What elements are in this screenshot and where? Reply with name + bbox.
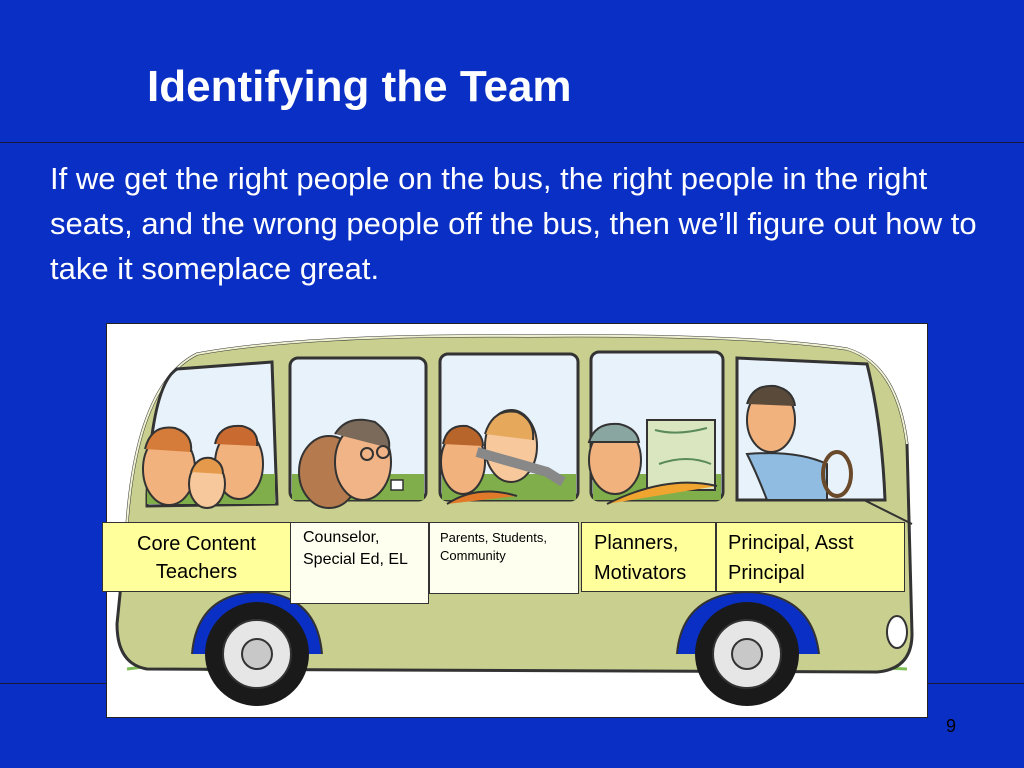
label-parents: Parents, Students, Community: [429, 522, 579, 594]
label-core-content-teachers: Core Content Teachers: [102, 522, 291, 592]
page-number: 9: [946, 716, 957, 736]
label-planners: Planners, Motivators: [581, 522, 716, 592]
label-principal: Principal, Asst Principal: [716, 522, 905, 592]
passenger-driver: [745, 384, 853, 501]
rear-wheel: [205, 602, 309, 706]
front-wheel: [695, 602, 799, 706]
slide-title: Identifying the Team: [147, 62, 572, 111]
headlight-icon: [886, 615, 908, 649]
passenger-planners: [587, 419, 718, 505]
passenger-teachers: [142, 424, 264, 509]
passenger-parents: [440, 409, 566, 505]
quote-text: If we get the right people on the bus, t…: [50, 161, 977, 286]
label-counselor: Counselor, Special Ed, EL: [290, 522, 429, 604]
passenger-counselors: [298, 418, 404, 509]
bus-illustration: [106, 323, 928, 718]
title-divider: [0, 142, 1024, 143]
